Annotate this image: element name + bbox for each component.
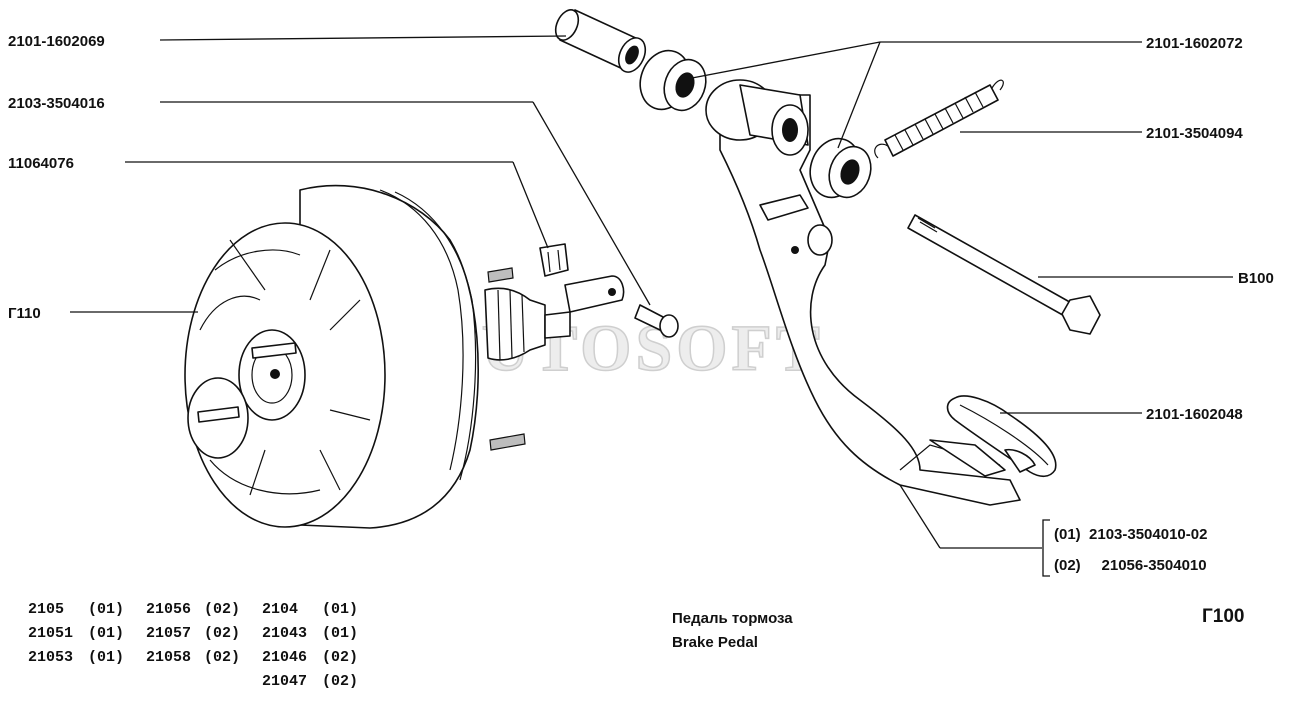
bolt-drawing (907, 214, 1101, 335)
model-cell: 21057 (146, 625, 191, 642)
pedal-lever-drawing (705, 79, 1021, 506)
pin-drawing (634, 304, 679, 338)
bushing-sleeve-drawing (554, 9, 647, 73)
model-cell: 21058 (146, 649, 191, 666)
figure-code: Г100 (1202, 606, 1244, 627)
variant-cell: (02) (204, 625, 240, 642)
model-cell: 21053 (28, 649, 73, 666)
callout-b100: B100 (1238, 270, 1274, 287)
variant-cell: (01) (88, 601, 124, 618)
model-cell: 21043 (262, 625, 307, 642)
callout-2101-3504094: 2101-3504094 (1146, 125, 1243, 142)
variant-cell: (02) (204, 649, 240, 666)
variant-cell: (01) (88, 625, 124, 642)
variant-cell: (01) (88, 649, 124, 666)
callout-g110: Г110 (8, 305, 41, 322)
model-cell: 21047 (262, 673, 307, 690)
applicability-table: 2105 (01) 21051 (01) 21053 (01) 21056 (0… (28, 601, 358, 690)
variant-cell: (02) (322, 649, 358, 666)
callout-2101-1602048: 2101-1602048 (1146, 406, 1243, 423)
callout-2103-3504016: 2103-3504016 (8, 95, 105, 112)
model-cell: 21056 (146, 601, 191, 618)
callout-pedal-variant-01: (01) 2103-3504010-02 (1054, 526, 1207, 543)
model-cell: 2104 (262, 601, 298, 618)
leader-lines (70, 35, 1233, 577)
bushing-upper-drawing (639, 49, 707, 112)
model-cell: 21046 (262, 649, 307, 666)
variant-cell: (02) (322, 673, 358, 690)
model-cell: 21051 (28, 625, 73, 642)
pedal-pad-drawing (929, 395, 1057, 478)
bushing-lower-drawing (809, 137, 872, 199)
callout-2101-1602072: 2101-1602072 (1146, 35, 1243, 52)
model-cell: 2105 (28, 601, 64, 618)
callout-11064076: 11064076 (8, 155, 74, 172)
callout-pedal-variant-02: (02) 21056-3504010 (1054, 557, 1207, 574)
brake-booster-drawing (184, 184, 625, 529)
variant-cell: (01) (322, 625, 358, 642)
variant-cell: (01) (322, 601, 358, 618)
return-spring-drawing (874, 79, 1004, 159)
caption-en: Brake Pedal (672, 634, 758, 651)
callout-2101-1602069: 2101-1602069 (8, 33, 105, 50)
caption-ru: Педаль тормоза (672, 610, 793, 627)
variant-cell: (02) (204, 601, 240, 618)
